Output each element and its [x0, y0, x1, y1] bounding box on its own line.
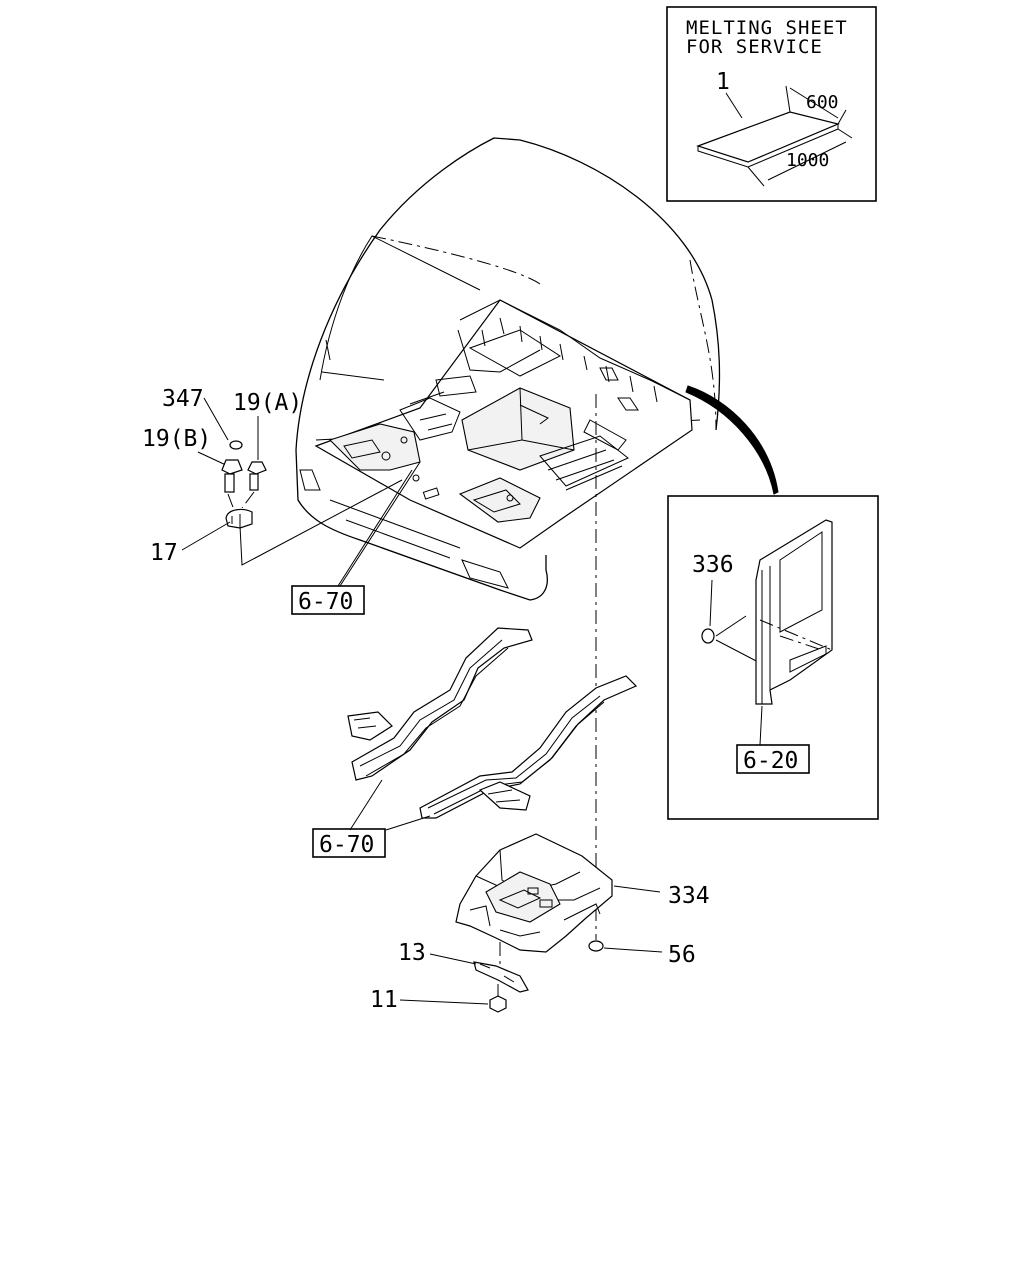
frame-rails [347, 627, 638, 819]
part-347-clip [229, 440, 243, 450]
inset-title-line2: FOR SERVICE [686, 36, 823, 58]
detail-arrow [685, 385, 779, 495]
dim-1000: 1000 [786, 150, 829, 171]
callout-17: 17 [150, 540, 178, 566]
callout-13: 13 [398, 940, 426, 966]
callout-336: 336 [692, 552, 734, 578]
callout-347: 347 [162, 386, 204, 412]
grommet-56 [588, 940, 604, 952]
bolt-19b [221, 459, 243, 493]
ref-6-70-cab: 6-70 [298, 589, 353, 615]
callout-1: 1 [716, 69, 730, 95]
left-fasteners: 347 19(A) 19(B) 17 6-70 [142, 386, 421, 615]
callout-56: 56 [668, 942, 696, 968]
callout-11: 11 [370, 987, 398, 1013]
cab-body [295, 137, 721, 601]
bolt-19a [247, 461, 267, 491]
dim-600: 600 [806, 92, 839, 113]
callout-19a: 19(A) [233, 390, 302, 416]
part-336-plug [701, 628, 715, 644]
ref-6-20: 6-20 [743, 748, 798, 774]
inset-title-line1: MELTING SHEET [686, 17, 848, 39]
callout-19b: 19(B) [142, 426, 211, 452]
melting-sheet-inset: MELTING SHEET FOR SERVICE 1 600 1000 [666, 6, 877, 202]
frame-rail-left [351, 627, 533, 781]
frame-rail-right [419, 675, 638, 819]
floor-panel-left [328, 423, 421, 471]
bracket-13 [473, 961, 529, 993]
side-panel [755, 519, 833, 705]
ref-6-70-frame: 6-70 [319, 832, 374, 858]
bracket-17 [225, 508, 253, 529]
callout-334: 334 [668, 883, 710, 909]
floor-panel-334 [455, 833, 613, 953]
side-panel-inset: 336 6-20 [667, 495, 879, 820]
floor-panel-right [458, 477, 541, 523]
nut-11 [489, 995, 507, 1013]
